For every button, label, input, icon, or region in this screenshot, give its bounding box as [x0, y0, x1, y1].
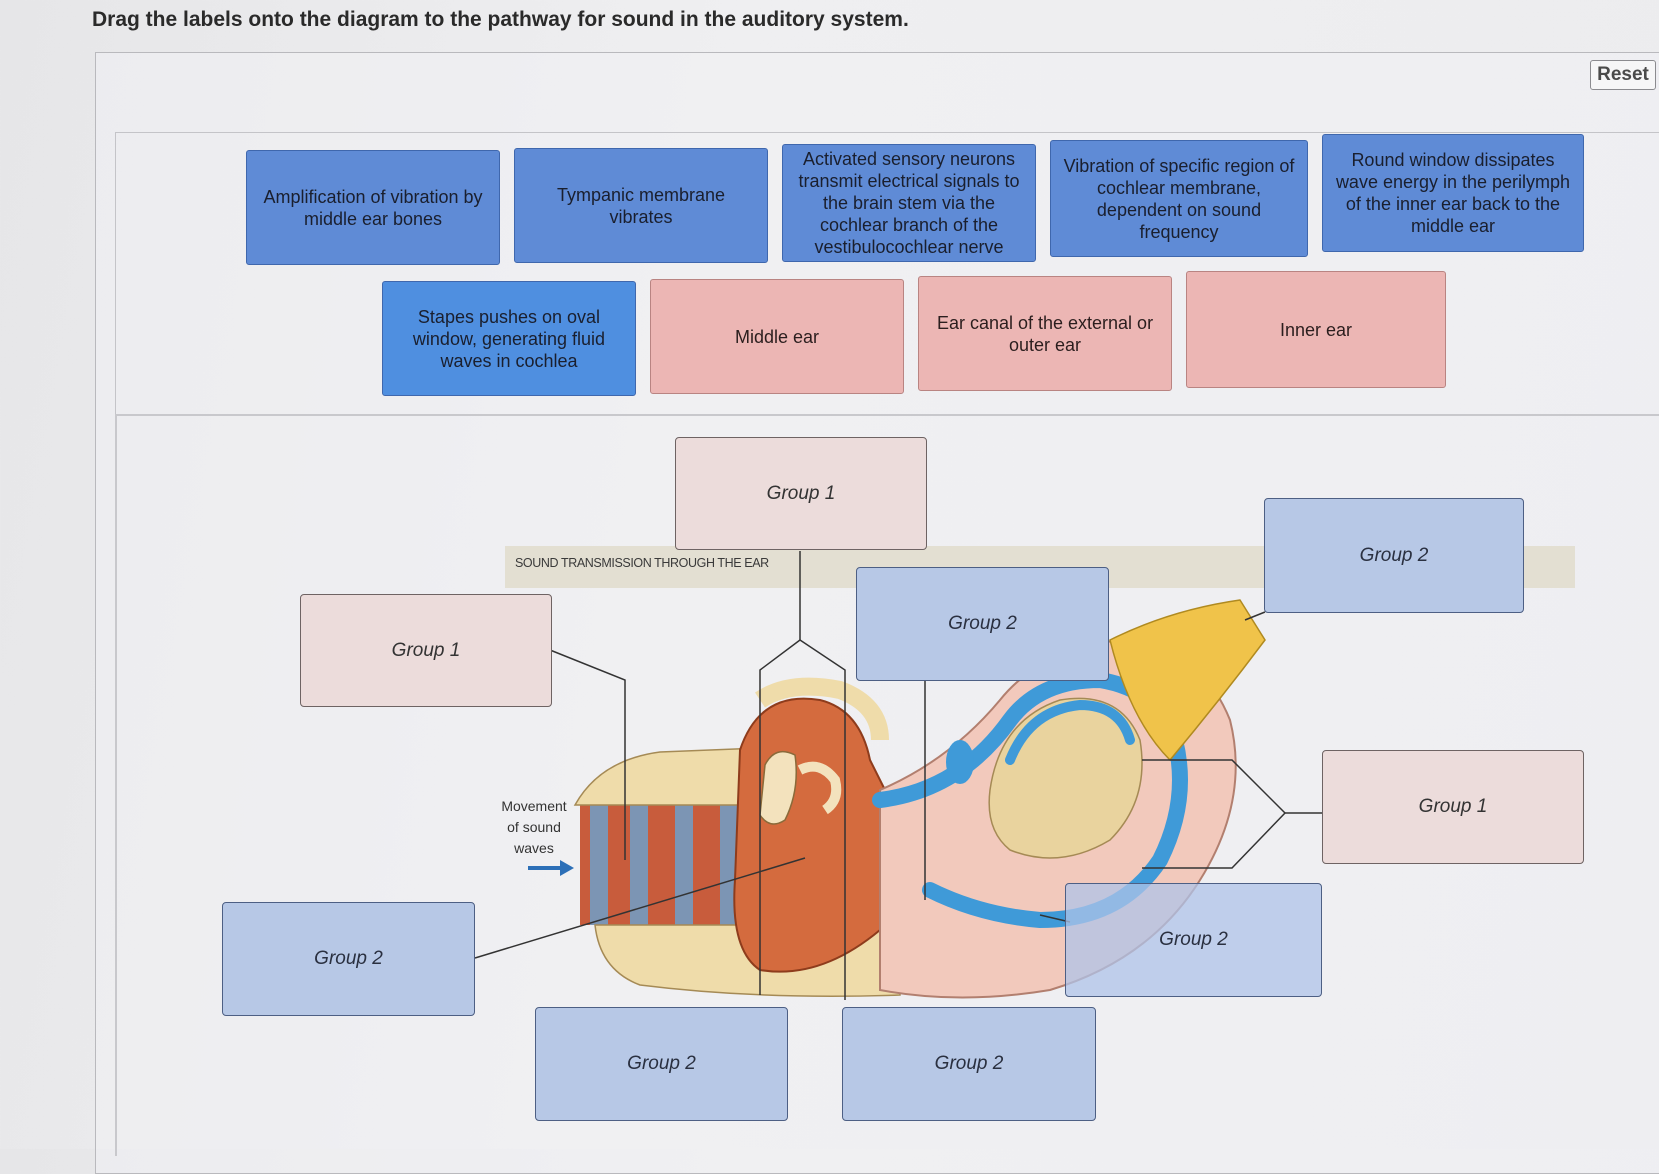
vestibule-shape	[946, 740, 974, 784]
label-sensory-neurons[interactable]: Activated sensory neurons transmit elect…	[782, 144, 1036, 262]
auditory-nerve	[1109, 599, 1266, 762]
drop-target-group2[interactable]: Group 2	[222, 902, 475, 1016]
label-text: Ear canal of the external or outer ear	[936, 312, 1154, 355]
drop-target-label: Group 1	[766, 482, 836, 504]
drop-area-border	[115, 416, 117, 1156]
label-text: Round window dissipates wave energy in t…	[1335, 150, 1571, 236]
drop-target-label: Group 2	[1159, 929, 1228, 950]
sound-arrow-head	[560, 860, 574, 876]
drop-target-group2[interactable]: Group 2	[1065, 883, 1322, 997]
reset-button[interactable]: Reset	[1590, 60, 1656, 90]
label-ear-canal[interactable]: Ear canal of the external or outer ear	[918, 276, 1172, 391]
middle-ear-cavity	[733, 697, 887, 973]
drop-target-label: Group 1	[391, 639, 461, 661]
drop-target-label: Group 2	[934, 1053, 1004, 1074]
drop-target-group2[interactable]: Group 2	[535, 1007, 788, 1121]
label-cochlear-membrane[interactable]: Vibration of specific region of cochlear…	[1050, 140, 1308, 257]
label-text: Activated sensory neurons transmit elect…	[798, 149, 1020, 257]
movement-of-sound-label: Movement of sound waves	[501, 798, 567, 856]
diagram-title: SOUND TRANSMISSION THROUGH THE EAR	[515, 556, 769, 570]
drop-target-group1[interactable]: Group 1	[1322, 750, 1584, 864]
label-text: Vibration of specific region of cochlear…	[1063, 155, 1295, 242]
label-amplification[interactable]: Amplification of vibration by middle ear…	[246, 150, 500, 265]
drop-target-label: Group 2	[948, 613, 1017, 634]
label-text: Tympanic membrane vibrates	[556, 184, 726, 227]
label-middle-ear[interactable]: Middle ear	[650, 279, 904, 394]
bone-upper-left	[573, 747, 761, 806]
drop-target-group1[interactable]: Group 1	[300, 594, 552, 707]
label-text: Inner ear	[1279, 319, 1353, 340]
ossicles	[759, 750, 797, 825]
drop-target-label: Group 2	[314, 948, 383, 969]
label-text: Middle ear	[734, 326, 820, 347]
cochlea-inner-spiral	[1005, 699, 1135, 765]
drop-target-label: Group 2	[627, 1053, 696, 1074]
label-text: Stapes pushes on oval window, generating…	[412, 306, 606, 371]
area-divider	[115, 414, 1659, 416]
label-text: Amplification of vibration by middle ear…	[263, 186, 483, 229]
drop-target-group2[interactable]: Group 2	[1264, 498, 1524, 613]
label-tympanic-membrane[interactable]: Tympanic membrane vibrates	[514, 148, 768, 263]
label-inner-ear[interactable]: Inner ear	[1186, 271, 1446, 388]
drop-target-group2[interactable]: Group 2	[856, 567, 1109, 681]
drop-target-label: Group 1	[1418, 796, 1488, 817]
label-round-window[interactable]: Round window dissipates wave energy in t…	[1322, 134, 1584, 252]
stapes-shape	[797, 761, 842, 815]
label-bank	[115, 132, 1659, 416]
drop-target-label: Group 2	[1359, 544, 1429, 566]
label-stapes[interactable]: Stapes pushes on oval window, generating…	[382, 281, 636, 396]
drop-target-group1[interactable]: Group 1	[675, 437, 927, 550]
bone-arch	[755, 677, 889, 741]
instruction-text: Drag the labels onto the diagram to the …	[92, 8, 909, 31]
drop-target-group2[interactable]: Group 2	[842, 1007, 1096, 1121]
